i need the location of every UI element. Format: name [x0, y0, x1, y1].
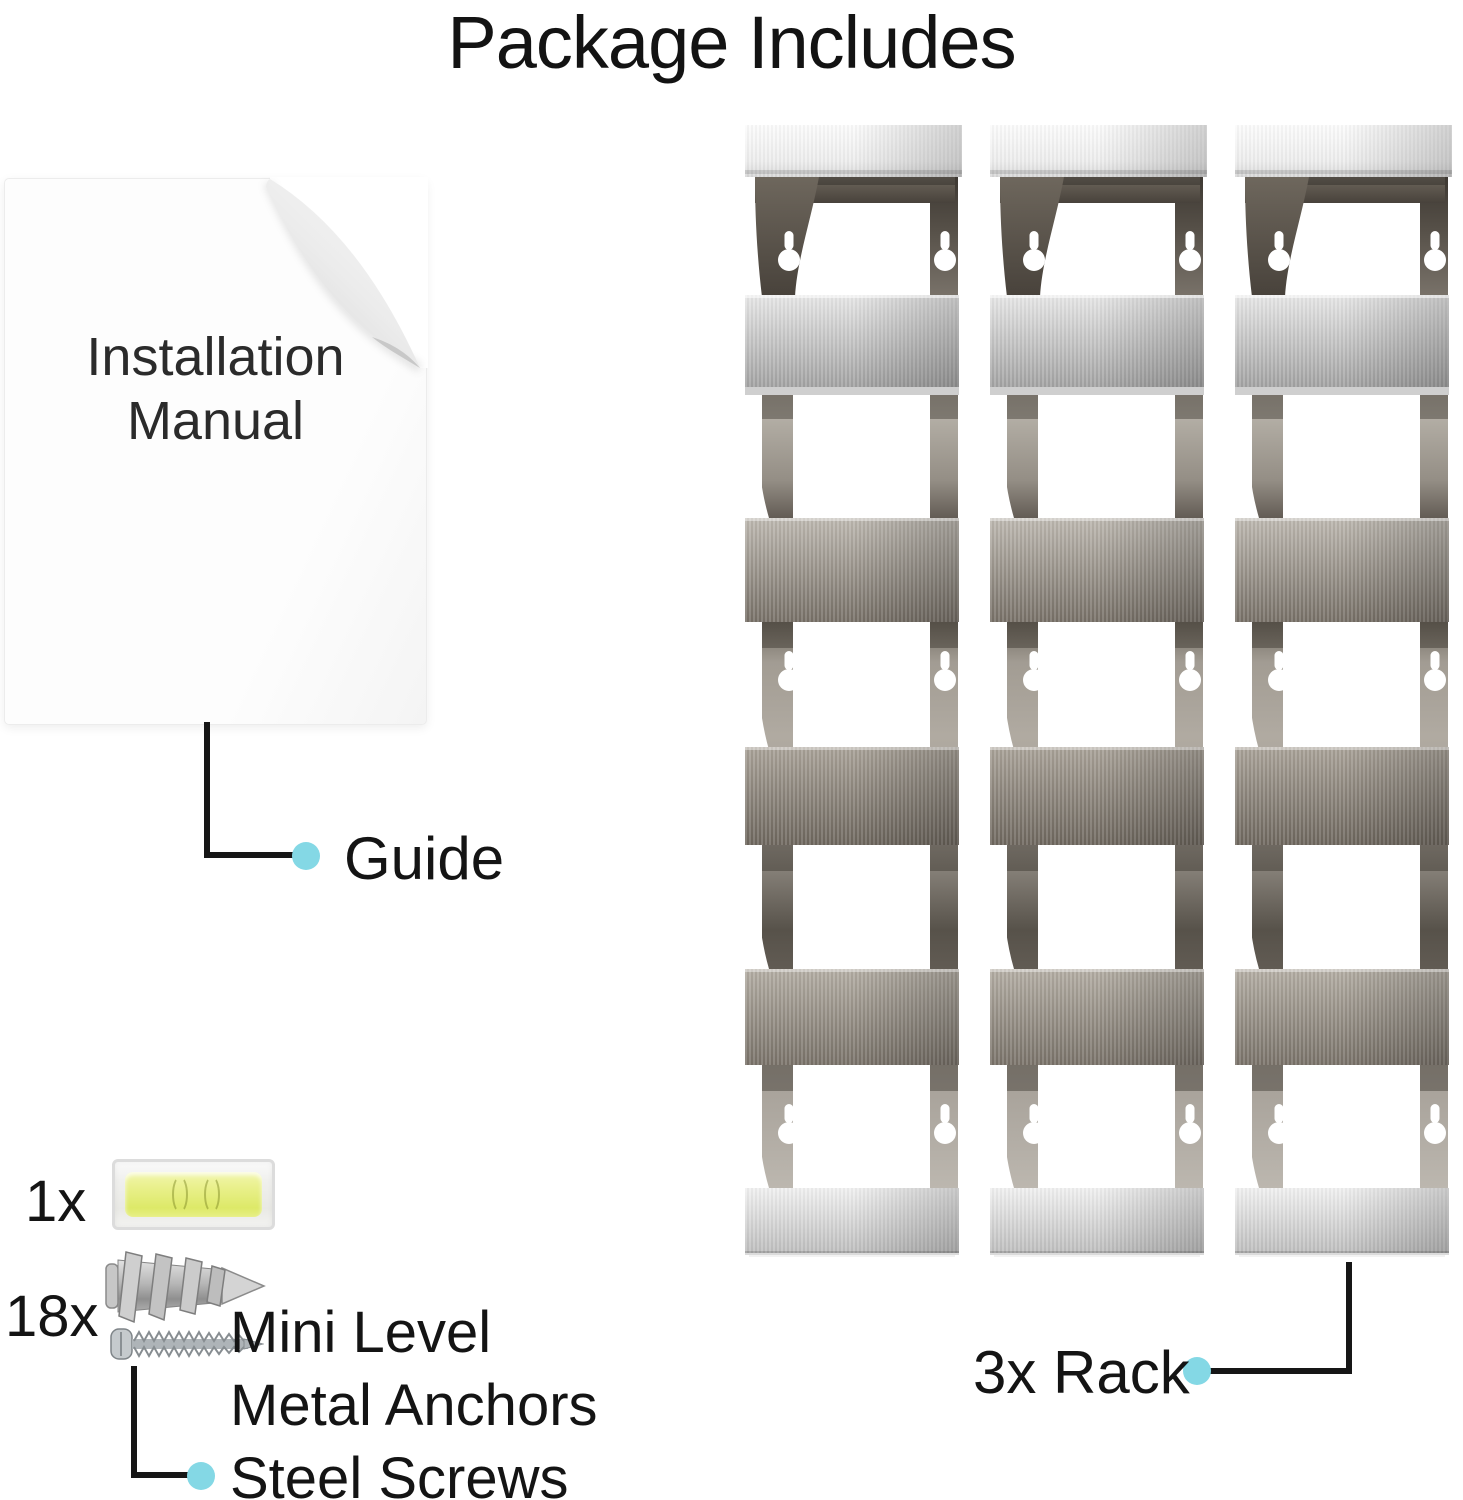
- screws-callout-dot: [187, 1462, 215, 1490]
- hardware-label-metal-anchors: Metal Anchors: [230, 1373, 598, 1438]
- rack-connector-hline: [1208, 1368, 1352, 1374]
- hardware-label-steel-screws: Steel Screws: [230, 1446, 569, 1500]
- rack-callout-dot: [1183, 1357, 1211, 1385]
- page-curl-icon: [263, 177, 428, 372]
- racks-row: [745, 125, 1453, 1257]
- steel-screw-icon: [110, 1328, 264, 1360]
- hardware-label-mini-level: Mini Level: [230, 1300, 492, 1365]
- wine-rack-graphic: [745, 125, 962, 1257]
- wine-rack-graphic: [990, 125, 1207, 1257]
- mini-level-icon: [112, 1159, 275, 1230]
- installation-manual-sheet: Installation Manual: [4, 177, 428, 725]
- manual-text-line2: Manual: [126, 391, 305, 451]
- wall-mounted-rack: [990, 125, 1208, 1257]
- level-vial: [125, 1172, 262, 1217]
- page-title: Package Includes: [447, 1, 1016, 84]
- level-quantity-label: 1x: [25, 1169, 87, 1234]
- wine-rack-graphic: [1235, 125, 1452, 1257]
- vial-mark: [171, 1176, 188, 1213]
- guide-label: Guide: [344, 825, 505, 892]
- rack-connector-vline: [1346, 1262, 1352, 1374]
- screws-connector-vline: [131, 1366, 137, 1478]
- rack-label: 3x Rack: [973, 1339, 1190, 1406]
- guide-callout-dot: [292, 842, 320, 870]
- guide-connector-vline: [204, 722, 210, 858]
- vial-mark: [204, 1176, 221, 1213]
- manual-text: Installation Manual: [5, 325, 426, 453]
- guide-connector-hline: [204, 852, 294, 858]
- screws-quantity-label: 18x: [5, 1284, 99, 1349]
- manual-text-line1: Installation: [86, 327, 345, 387]
- wall-mounted-rack: [745, 125, 963, 1257]
- wall-mounted-rack: [1235, 125, 1453, 1257]
- screws-connector-hline: [131, 1472, 189, 1478]
- metal-anchor-icon: [105, 1251, 266, 1324]
- hardware-labels: Mini Level Metal Anchors Steel Screws: [230, 1296, 598, 1500]
